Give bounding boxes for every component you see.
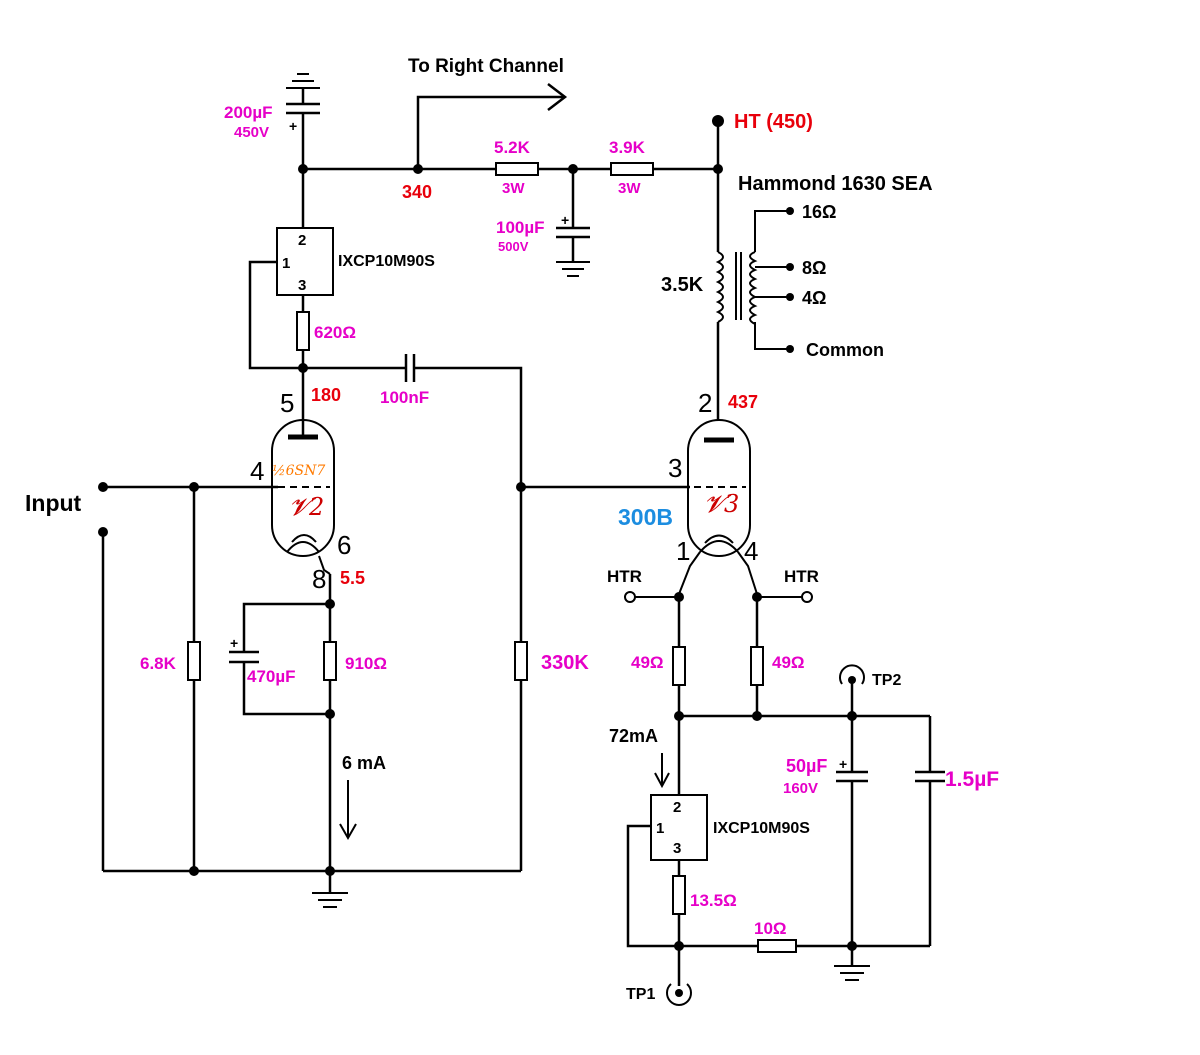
htr-left-label: HTR [607,567,642,586]
tap-common-label: Common [806,340,884,360]
v3-pin4: 4 [744,536,758,566]
v2-pin5: 5 [280,388,294,418]
cap-470uf-value: 470µF [247,667,296,686]
cap-100uf-polarity: + [561,212,569,228]
v3-pin1: 1 [676,536,690,566]
cap-200uf-voltage: 450V [234,124,269,141]
v2-pin8: 8 [312,564,326,594]
cap-100nf [303,354,526,871]
tube-300b-label: 300B [618,504,673,530]
res-3k9-watt: 3W [618,180,641,197]
ccs-bottom-pin1: 1 [656,820,664,837]
res-330k [514,641,528,681]
res-910-value: 910Ω [345,654,387,673]
ccs-top-label: IXCP10M90S [338,253,435,270]
res-620 [296,311,310,351]
ccs-bottom-ic [626,794,930,986]
tap-16-label: 16Ω [802,202,836,222]
tube-v3-label: 𝓥3 [704,490,739,518]
ccs-top-pin1: 1 [282,255,290,272]
res-6k8-value: 6.8K [140,654,177,673]
cap-100nf-value: 100nF [380,388,429,407]
xfmr-primary-label: 3.5K [661,274,704,296]
tp2-terminal [839,664,865,716]
tube-v3 [521,419,758,595]
res-3k9-value: 3.9K [609,138,646,157]
ccs-top-pin3: 3 [298,277,306,294]
v3-pin2: 2 [698,388,712,418]
cap-50uf-voltage: 160V [783,780,818,797]
cap-200uf-value: 200µF [224,103,273,122]
voltage-5-5: 5.5 [340,568,365,588]
cap-50uf-value: 50µF [786,756,827,776]
tube-6sn7-label: ½6SN7 [272,463,325,479]
voltage-340: 340 [402,182,432,202]
tp2-label: TP2 [872,672,901,689]
input-label: Input [25,490,82,516]
output-transformer [715,169,794,420]
res-10-value: 10Ω [754,919,787,938]
ccs-top-pin2: 2 [298,232,306,249]
v3-pin3: 3 [668,453,682,483]
bplus-rail [298,83,724,174]
cap-470uf-polarity: + [230,635,238,651]
cap-200uf-polarity: + [289,118,297,134]
current-6ma-label: 6 mA [342,753,386,773]
voltage-437: 437 [728,392,758,412]
cap-100uf [556,169,590,277]
cap-1u5-value: 1.5µF [945,768,999,791]
heater-network [624,591,930,795]
hammond-label: Hammond 1630 SEA [738,173,933,195]
cap-200uf [286,73,320,169]
res-330k-value: 330K [541,652,589,674]
v2-pin6: 6 [337,530,351,560]
tp1-label: TP1 [626,986,655,1003]
current-72ma-label: 72mA [609,726,658,746]
ht-label: HT (450) [734,111,813,133]
res-13r5-value: 13.5Ω [690,891,737,910]
cathode-caps [836,716,945,946]
ground-rail-driver [103,866,521,908]
tube-v2-label: 𝓥2 [289,493,324,521]
tap-4-label: 4Ω [802,288,826,308]
tap-8-label: 8Ω [802,258,826,278]
htr-right-label: HTR [784,567,819,586]
ccs-bottom-label: IXCP10M90S [713,820,810,837]
cap-100uf-voltage: 500V [498,239,529,254]
cathode-network [229,599,337,871]
res-5k2 [495,162,539,176]
tube-v2 [271,419,335,642]
tp1-terminal [666,983,692,1006]
v2-pin4: 4 [250,456,264,486]
res-5k2-watt: 3W [502,180,525,197]
input-network [98,482,278,871]
cap-100uf-value: 100µF [496,218,545,237]
res-49-left-value: 49Ω [631,653,664,672]
cap-50uf-polarity: + [839,756,847,772]
res-3k9 [610,162,654,176]
ccs-bottom-pin2: 2 [673,799,681,816]
ccs-bottom-pin3: 3 [673,840,681,857]
res-49-right-value: 49Ω [772,653,805,672]
res-620-value: 620Ω [314,323,356,342]
to-right-channel-label: To Right Channel [408,56,564,77]
res-5k2-value: 5.2K [494,138,531,157]
ccs-top-ic [248,169,334,370]
voltage-180: 180 [311,385,341,405]
